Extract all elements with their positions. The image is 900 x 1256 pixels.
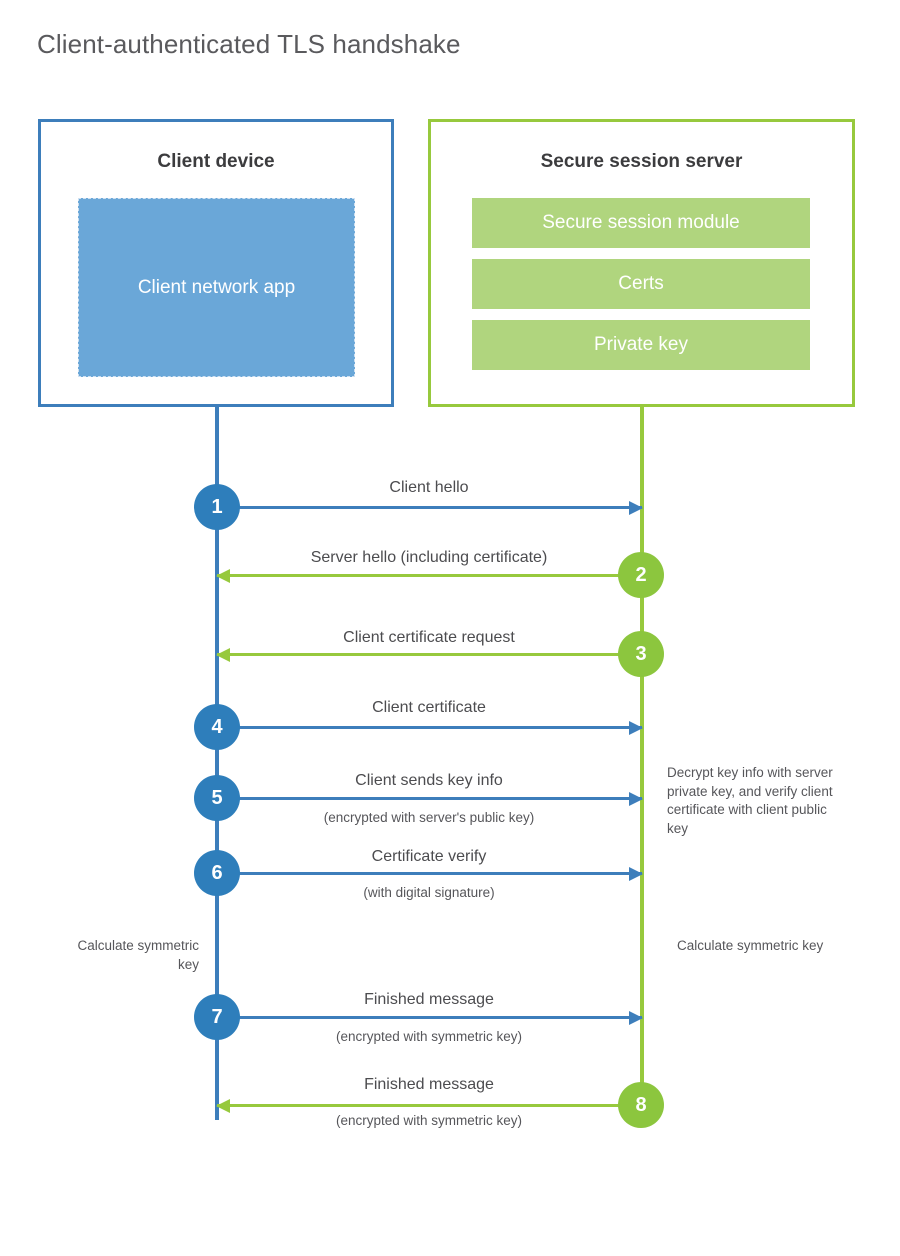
step-circle-3[interactable]: 3 [618,631,664,677]
arrowhead-left-icon [216,647,230,662]
arrowhead-right-icon [629,500,643,515]
step-circle-5[interactable]: 5 [194,775,240,821]
page-title: Client-authenticated TLS handshake [37,29,461,59]
server-lifeline [640,406,644,1105]
client-device-box: Client device Client network app [38,119,394,407]
arrowhead-right-icon [629,791,643,806]
message-label-step-6: Certificate verify [371,848,487,865]
message-label-step-8: Finished message [364,1076,494,1093]
arrow-step-7 [217,1010,643,1025]
arrow-step-1 [217,500,643,515]
step-circle-1[interactable]: 1 [194,484,240,530]
message-label-step-2: Server hello (including certificate) [310,549,548,566]
client-lifeline [215,406,219,1120]
message-label-step-7: Finished message [364,991,494,1008]
message-sublabel-step-6: (with digital signature) [363,885,495,900]
server-module-certs: Certs [472,259,810,309]
server-module-private-key: Private key [472,320,810,370]
annotation-server-decrypt: Decrypt key info with server private key… [667,765,833,836]
secure-session-server-title: Secure session server [540,151,743,172]
message-label-step-4: Client certificate [372,699,486,716]
arrow-step-3 [216,647,642,662]
step-circle-8[interactable]: 8 [618,1082,664,1128]
message-sublabel-step-8: (encrypted with symmetric key) [335,1113,523,1128]
arrowhead-left-icon [216,568,230,583]
step-circle-6[interactable]: 6 [194,850,240,896]
message-sublabel-step-5: (encrypted with server's public key) [323,810,535,825]
arrow-step-5 [217,791,643,806]
client-device-title: Client device [157,151,275,172]
arrow-step-4 [217,720,643,735]
arrow-step-8 [216,1098,642,1113]
message-label-step-3: Client certificate request [343,629,515,646]
annotation-client-calculate-symmetric-key: Calculate symmetric key [77,938,199,972]
secure-session-server-box: Secure session server Secure session mod… [428,119,855,407]
arrow-step-6 [217,866,643,881]
arrowhead-right-icon [629,866,643,881]
message-label-step-5: Client sends key info [355,772,503,789]
arrowhead-right-icon [629,1010,643,1025]
arrowhead-right-icon [629,720,643,735]
client-network-app-block: Client network app [78,198,355,377]
annotation-server-calculate-symmetric-key: Calculate symmetric key [677,938,824,953]
arrowhead-left-icon [216,1098,230,1113]
message-label-step-1: Client hello [389,479,469,496]
arrow-step-2 [216,568,642,583]
message-sublabel-step-7: (encrypted with symmetric key) [335,1029,523,1044]
server-module-list: Secure session module Certs Private key [472,198,810,370]
server-module-secure-session-module: Secure session module [472,198,810,248]
step-circle-4[interactable]: 4 [194,704,240,750]
step-circle-2[interactable]: 2 [618,552,664,598]
step-circle-7[interactable]: 7 [194,994,240,1040]
